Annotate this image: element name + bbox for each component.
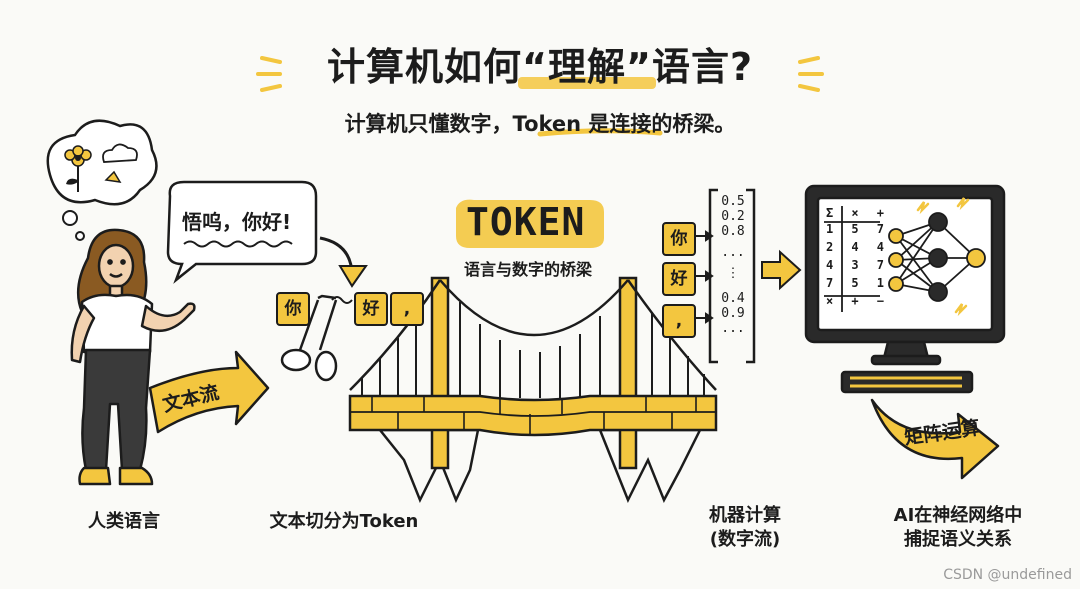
matrix-row: 1 5 7	[826, 222, 884, 240]
speech-bubble-text: 悟呜，你好!	[182, 210, 292, 234]
matrix-cell: +	[876, 206, 884, 220]
vector-token-0: 你	[662, 222, 696, 256]
vector-values: 0.5 0.2 0.8 ... ⋮ 0.4 0.9 ...	[716, 194, 750, 336]
title-sparkle-right-icon	[798, 56, 824, 92]
caption-split-text: 文本切分为Token	[269, 511, 419, 532]
text-flow-arrow	[148, 350, 270, 434]
speech-bubble-shape	[166, 180, 318, 284]
matrix-cell: 7	[826, 276, 834, 290]
matrix-cell: 4	[826, 258, 834, 272]
thought-bubble	[46, 119, 158, 241]
caption-machine-calc-line2: (数字流)	[709, 529, 781, 550]
flower-icon	[64, 145, 92, 192]
token-badge-title: TOKEN	[466, 200, 586, 244]
vector-value: 0.2	[721, 209, 745, 224]
matrix-cell: 5	[851, 222, 859, 236]
caption-human-language: 人类语言	[88, 511, 160, 532]
matrix-footer: × + −	[826, 294, 884, 310]
title-sparkle-left-icon	[256, 56, 282, 92]
title-part-before: 计算机如何	[326, 45, 522, 89]
matrix-header: Σ × +	[826, 206, 884, 222]
matrix-row: 2 4 4	[826, 240, 884, 258]
matrix-cell: ×	[851, 206, 859, 220]
matrix-cell: 3	[851, 258, 859, 272]
scissors-icon	[280, 294, 338, 382]
vector-arrows	[694, 230, 714, 324]
token-badge-subtitle: 语言与数字的桥梁	[464, 260, 593, 279]
cloud-icon	[102, 143, 138, 183]
vector-value: 0.4	[721, 291, 745, 306]
neural-network-icon	[888, 212, 986, 302]
matrix-cell: 5	[851, 276, 859, 290]
matrix-cell: +	[851, 294, 859, 308]
vector-token-2: ,	[662, 304, 696, 338]
cut-token-2: ,	[390, 292, 424, 326]
subtitle-underline	[537, 128, 663, 137]
caption-ai-line1: AI在神经网络中	[893, 505, 1023, 526]
woman-figure	[70, 228, 196, 486]
vector-value: 0.5	[721, 194, 745, 209]
matrix-table: Σ × + 1 5 7 2 4 4 4 3 7 7 5 1 × + −	[826, 206, 884, 310]
matrix-row: 4 3 7	[826, 258, 884, 276]
matrix-cell: ×	[826, 294, 834, 308]
to-computer-arrow	[761, 249, 802, 291]
vector-value: 0.9	[721, 306, 745, 321]
matrix-cell: 4	[876, 240, 884, 254]
vector-value: ...	[721, 321, 745, 336]
token-badge-bg	[456, 199, 604, 248]
vector-value: ...	[721, 245, 745, 260]
caption-ai-line2: 捕捉语义关系	[904, 529, 1012, 550]
caption-ai: AI在神经网络中 捕捉语义关系	[870, 504, 1046, 552]
matrix-cell: 7	[876, 258, 884, 272]
page-title: 计算机如何“理解”语言?	[0, 36, 1080, 91]
matrix-row: 7 5 1	[826, 276, 884, 294]
bridge-icon	[348, 276, 718, 504]
caption-machine-calc-line1: 机器计算	[709, 505, 781, 526]
cut-token-1: 好	[354, 292, 388, 326]
matrix-cell: 1	[876, 276, 884, 290]
title-highlight: “理解”	[518, 36, 656, 91]
title-part-after: 语言?	[651, 45, 753, 89]
matrix-grid	[824, 206, 880, 312]
spark-icon	[916, 197, 970, 317]
matrix-cell: 1	[826, 222, 834, 236]
cut-token-0: 你	[276, 292, 310, 326]
watermark: CSDN @undefined	[943, 567, 1072, 583]
page-subtitle: 计算机只懂数字，Token 是连接的桥梁。	[344, 112, 736, 136]
matrix-cell: 2	[826, 240, 834, 254]
matrix-cell: −	[876, 294, 884, 308]
vector-value: 0.8	[721, 224, 745, 239]
matrix-cell: Σ	[826, 206, 834, 220]
matrix-cell: 7	[876, 222, 884, 236]
vector-token-1: 好	[662, 262, 696, 296]
caption-machine-calc: 机器计算 (数字流)	[690, 504, 800, 552]
matrix-ops-arrow	[870, 398, 1000, 480]
vector-value: ⋮	[726, 266, 740, 281]
matrix-cell: 4	[851, 240, 859, 254]
